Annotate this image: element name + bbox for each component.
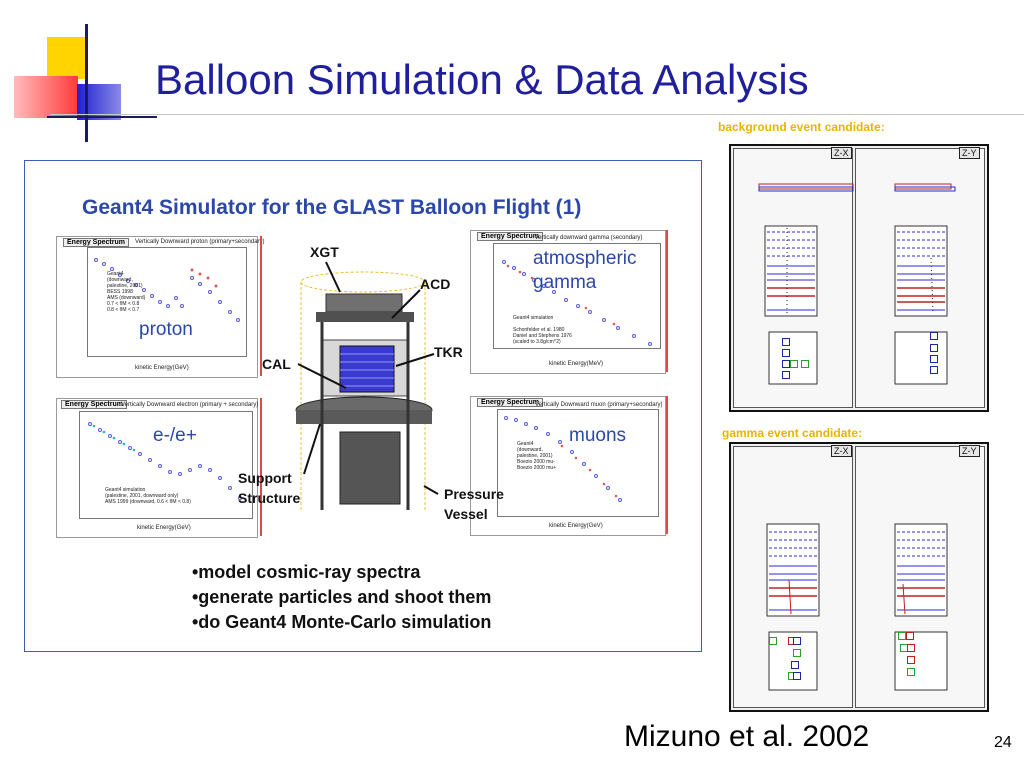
electron-scatter <box>88 422 242 500</box>
slide-number: 24 <box>994 734 1012 751</box>
slide-title: Balloon Simulation & Data Analysis <box>155 56 809 103</box>
view-tag-zx: Z-X <box>831 445 852 457</box>
bullet-item: •do Geant4 Monte-Carlo simulation <box>192 612 492 632</box>
plot-subtitle: Vertically Downward electron (primary + … <box>121 402 259 408</box>
plot-tag: Energy Spectrum <box>63 238 129 247</box>
plot-frame <box>79 411 253 519</box>
cal-hit <box>898 632 906 640</box>
plot-legend: Geant4 (downward, palestine, 2001) BESS … <box>107 271 146 313</box>
deco-red-square <box>14 76 78 118</box>
background-event-label: background event candidate: <box>718 120 885 134</box>
cal-hit <box>930 332 938 340</box>
plot-label-proton: proton <box>139 319 193 340</box>
view-tag-zx: Z-X <box>831 147 852 159</box>
cal-hit <box>907 668 915 676</box>
cal-hit <box>907 644 915 652</box>
view-tag-zy: Z-Y <box>959 445 980 457</box>
proton-scatter <box>94 258 240 322</box>
label-cal: CAL <box>262 356 291 372</box>
plot-label-electron: e-/e+ <box>153 425 197 446</box>
label-arrows <box>297 261 435 475</box>
gamma-scatter <box>502 260 652 346</box>
cal-hit <box>782 349 790 357</box>
plot-tag: Energy Spectrum <box>477 232 543 241</box>
plot-xlabel: kinetic Energy(GeV) <box>135 365 189 371</box>
plot-separator <box>260 398 262 536</box>
cal-hit <box>790 360 798 368</box>
plot-legend: Geant4 simulation (palestine, 2001, down… <box>105 487 191 505</box>
proton-spectrum-plot: Energy Spectrum Vertically Downward prot… <box>56 236 265 378</box>
deco-vertical-line <box>85 24 88 142</box>
cal-hit <box>782 338 790 346</box>
cal-hit <box>906 632 914 640</box>
cal-hit <box>793 649 801 657</box>
cal-hit <box>930 344 938 352</box>
plot-label-muon: muons <box>569 425 627 446</box>
svg-text:Z=476: Z=476 <box>348 482 363 488</box>
cal-hit <box>793 672 801 680</box>
svg-text:Y= 0: Y= 0 <box>348 466 360 472</box>
muon-scatter <box>504 416 622 502</box>
label-tkr: TKR <box>434 344 463 360</box>
cal-hit <box>907 656 915 664</box>
title-divider <box>50 114 1024 115</box>
bullet-item: •model cosmic-ray spectra <box>192 562 421 582</box>
plot-frame <box>87 247 247 357</box>
gamma-event-display: Z-X Z-Y <box>729 442 989 712</box>
plot-tag: Energy Spectrum <box>61 400 127 409</box>
label-support-structure: Support Structure <box>238 470 301 506</box>
label-acd: ACD <box>420 276 451 292</box>
svg-text:Z= 2: Z= 2 <box>348 474 360 480</box>
plot-separator <box>260 236 262 376</box>
gamma-event-hits <box>766 523 948 691</box>
plot-separator <box>666 230 668 372</box>
background-event-hits <box>758 183 956 385</box>
plot-legend: Geant4 simulation Schonfelder et al. 198… <box>513 315 572 345</box>
plot-tag: Energy Spectrum <box>477 398 543 407</box>
plot-separator <box>666 396 668 534</box>
cal-hit <box>930 366 938 374</box>
balloon-instrument-illustration: Z= 0 Y= 0 Z= 2 Z=476 <box>295 271 439 512</box>
view-tag-zy: Z-Y <box>959 147 980 159</box>
electron-spectrum-plot: Energy Spectrum Vertically Downward elec… <box>56 398 258 538</box>
label-xgt: XGT <box>310 244 339 260</box>
plot-label-gamma: atmospheric gamma <box>533 248 637 293</box>
plot-xlabel: kinetic Energy(MeV) <box>549 361 604 367</box>
cal-hit <box>793 637 801 645</box>
plot-xlabel: kinetic Energy(GeV) <box>549 523 603 529</box>
cal-hit <box>791 661 799 669</box>
plot-legend: Geant4 (downward, palestine, 2001) Boezi… <box>517 441 557 471</box>
plot-xlabel: kinetic Energy(GeV) <box>137 525 191 531</box>
simulation-panel-title: Geant4 Simulator for the GLAST Balloon F… <box>82 196 582 219</box>
svg-text:Z= 0: Z= 0 <box>348 458 360 464</box>
bullet-item: •generate particles and shoot them <box>192 587 492 607</box>
deco-horizontal-line <box>47 116 157 118</box>
muon-spectrum-plot: Energy Spectrum Vertically Downward muon… <box>470 396 666 536</box>
plot-subtitle: vertically downward gamma (secondary) <box>535 235 643 241</box>
cal-hit <box>782 371 790 379</box>
cal-hit <box>801 360 809 368</box>
plot-frame <box>497 409 659 517</box>
label-pressure-vessel: Pressure Vessel <box>444 486 504 522</box>
cal-hit <box>769 637 777 645</box>
gamma-spectrum-plot: Energy Spectrum vertically downward gamm… <box>470 230 666 374</box>
cal-hit <box>930 355 938 363</box>
plot-subtitle: Vertically Downward proton (primary+seco… <box>135 239 265 245</box>
gamma-event-label: gamma event candidate: <box>722 426 863 440</box>
cal-hit <box>782 360 790 368</box>
plot-subtitle: Vertically Downward muon (primary+second… <box>535 402 663 408</box>
deco-yellow-square <box>47 37 85 79</box>
plot-frame <box>493 243 661 349</box>
citation: Mizuno et al. 2002 <box>624 720 870 753</box>
background-event-display: Z-X Z-Y <box>729 144 989 412</box>
